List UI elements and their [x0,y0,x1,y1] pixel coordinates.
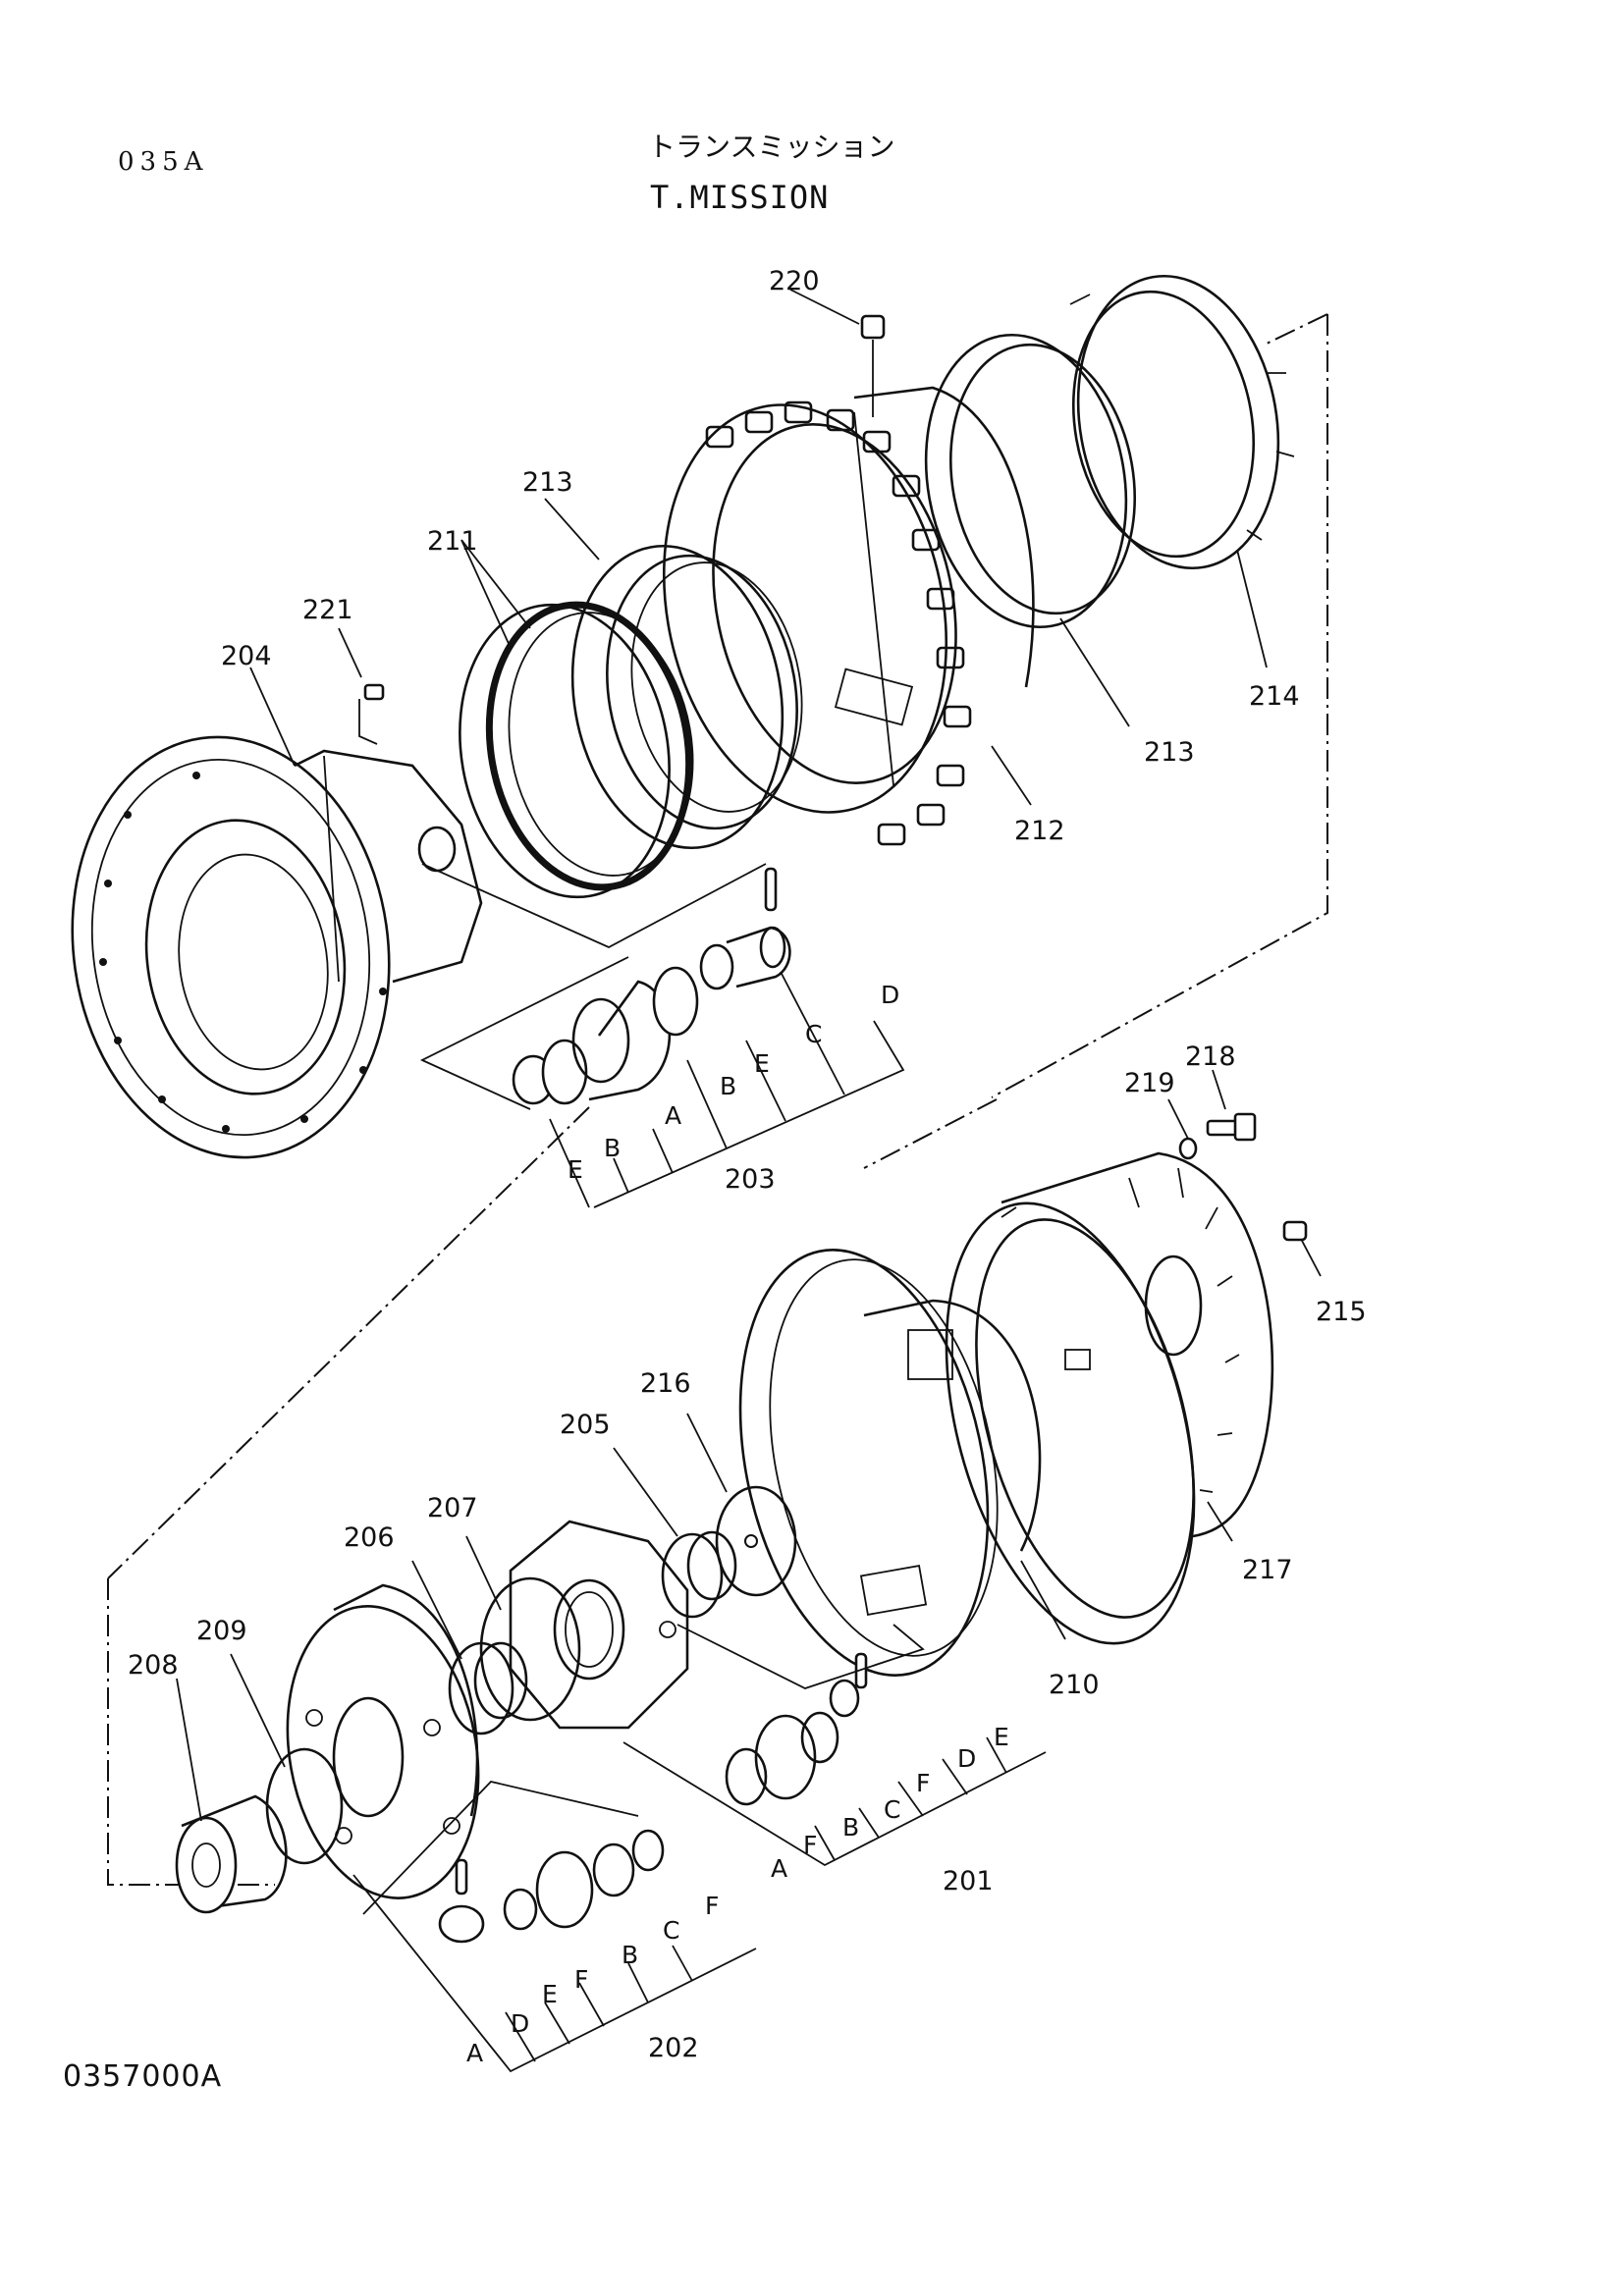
part-206-gear [448,1641,528,1735]
letter-right-c: C [884,1795,900,1824]
callout-213-right: 213 [1144,737,1195,768]
part-215-plug [1282,1220,1308,1242]
part-carrier-lower [286,1583,480,1899]
letter-lower-c: C [663,1916,679,1945]
letter-upper-b1: B [720,1072,736,1100]
part-221-plug [358,683,385,745]
part-207-snap-ring [479,1576,581,1722]
part-201-planet-set [676,1624,925,1806]
callout-215: 215 [1316,1297,1367,1327]
letter-upper-c: C [805,1020,822,1048]
letter-lower-b: B [622,1941,638,1969]
callout-214: 214 [1249,681,1300,712]
part-209-snap-ring [265,1747,344,1865]
callout-205: 205 [560,1410,611,1440]
part-203-planet-set [419,863,791,1110]
lower-assembly-frame [107,1098,998,1886]
callout-201: 201 [943,1866,994,1896]
letter-lower-f2: F [574,1965,588,1994]
drawing-code: 0357000A [63,2059,223,2094]
callout-212: 212 [1014,816,1065,846]
part-219-washer [1178,1137,1198,1160]
diagram-title-japanese: トランスミッション [648,131,895,163]
callout-218: 218 [1185,1041,1236,1072]
part-202-planet-set [362,1781,665,1944]
callout-bracket-201 [622,1736,1047,1867]
callout-203: 203 [725,1164,776,1195]
callout-207: 207 [427,1493,478,1523]
letter-right-e: E [994,1723,1009,1751]
letter-lower-a: A [466,2039,483,2067]
letter-right-f2: F [803,1831,817,1859]
callout-220: 220 [769,266,820,296]
callout-209: 209 [196,1616,247,1646]
upper-assembly-frame [107,313,1328,1579]
callout-210: 210 [1049,1670,1100,1700]
callout-bracket-202 [352,1874,757,2073]
callout-217: 217 [1242,1555,1293,1585]
letter-upper-e1: E [754,1049,770,1078]
letter-right-f1: F [916,1769,930,1797]
part-205-planet-gear [661,1530,737,1619]
letter-right-d: D [957,1744,976,1773]
letter-right-b: B [842,1813,859,1842]
part-carrier-plate [509,1520,689,1730]
part-208-sun-gear [175,1794,288,1914]
letter-lower-d: D [511,2009,529,2038]
part-220-plug [860,314,886,417]
part-213-ring [924,333,1137,629]
part-217-housing [945,1151,1274,1645]
letter-lower-e: E [542,1980,558,2008]
callout-208: 208 [128,1650,179,1681]
part-204-housing [71,735,483,1159]
part-211-seal-rings [459,601,694,899]
letter-upper-e2: E [568,1155,583,1184]
callout-213-upper: 213 [522,467,573,498]
part-213-bearing [570,544,803,850]
part-218-bolt [1206,1112,1257,1142]
letter-right-a: A [771,1854,787,1883]
letter-upper-b2: B [604,1134,621,1162]
letter-upper-d: D [881,981,899,1009]
leader-lines [176,289,1322,1822]
part-210-ring-gear [738,1249,1042,1677]
callout-204: 204 [221,641,272,671]
part-214-ring-gear [1069,274,1295,570]
part-216-thrust-plate [715,1485,797,1597]
callout-bracket-203 [549,971,905,1208]
callout-221: 221 [302,595,353,625]
callout-219: 219 [1124,1068,1175,1098]
letter-lower-f1: F [705,1892,719,1920]
callout-202: 202 [648,2033,699,2063]
page-code: 035A [118,147,209,177]
callout-211: 211 [427,526,478,557]
diagram-title: T.MISSION [650,179,830,216]
part-212-hub [662,386,1035,846]
callout-206: 206 [344,1522,395,1553]
letter-upper-a: A [665,1101,681,1130]
callout-216: 216 [640,1368,691,1399]
